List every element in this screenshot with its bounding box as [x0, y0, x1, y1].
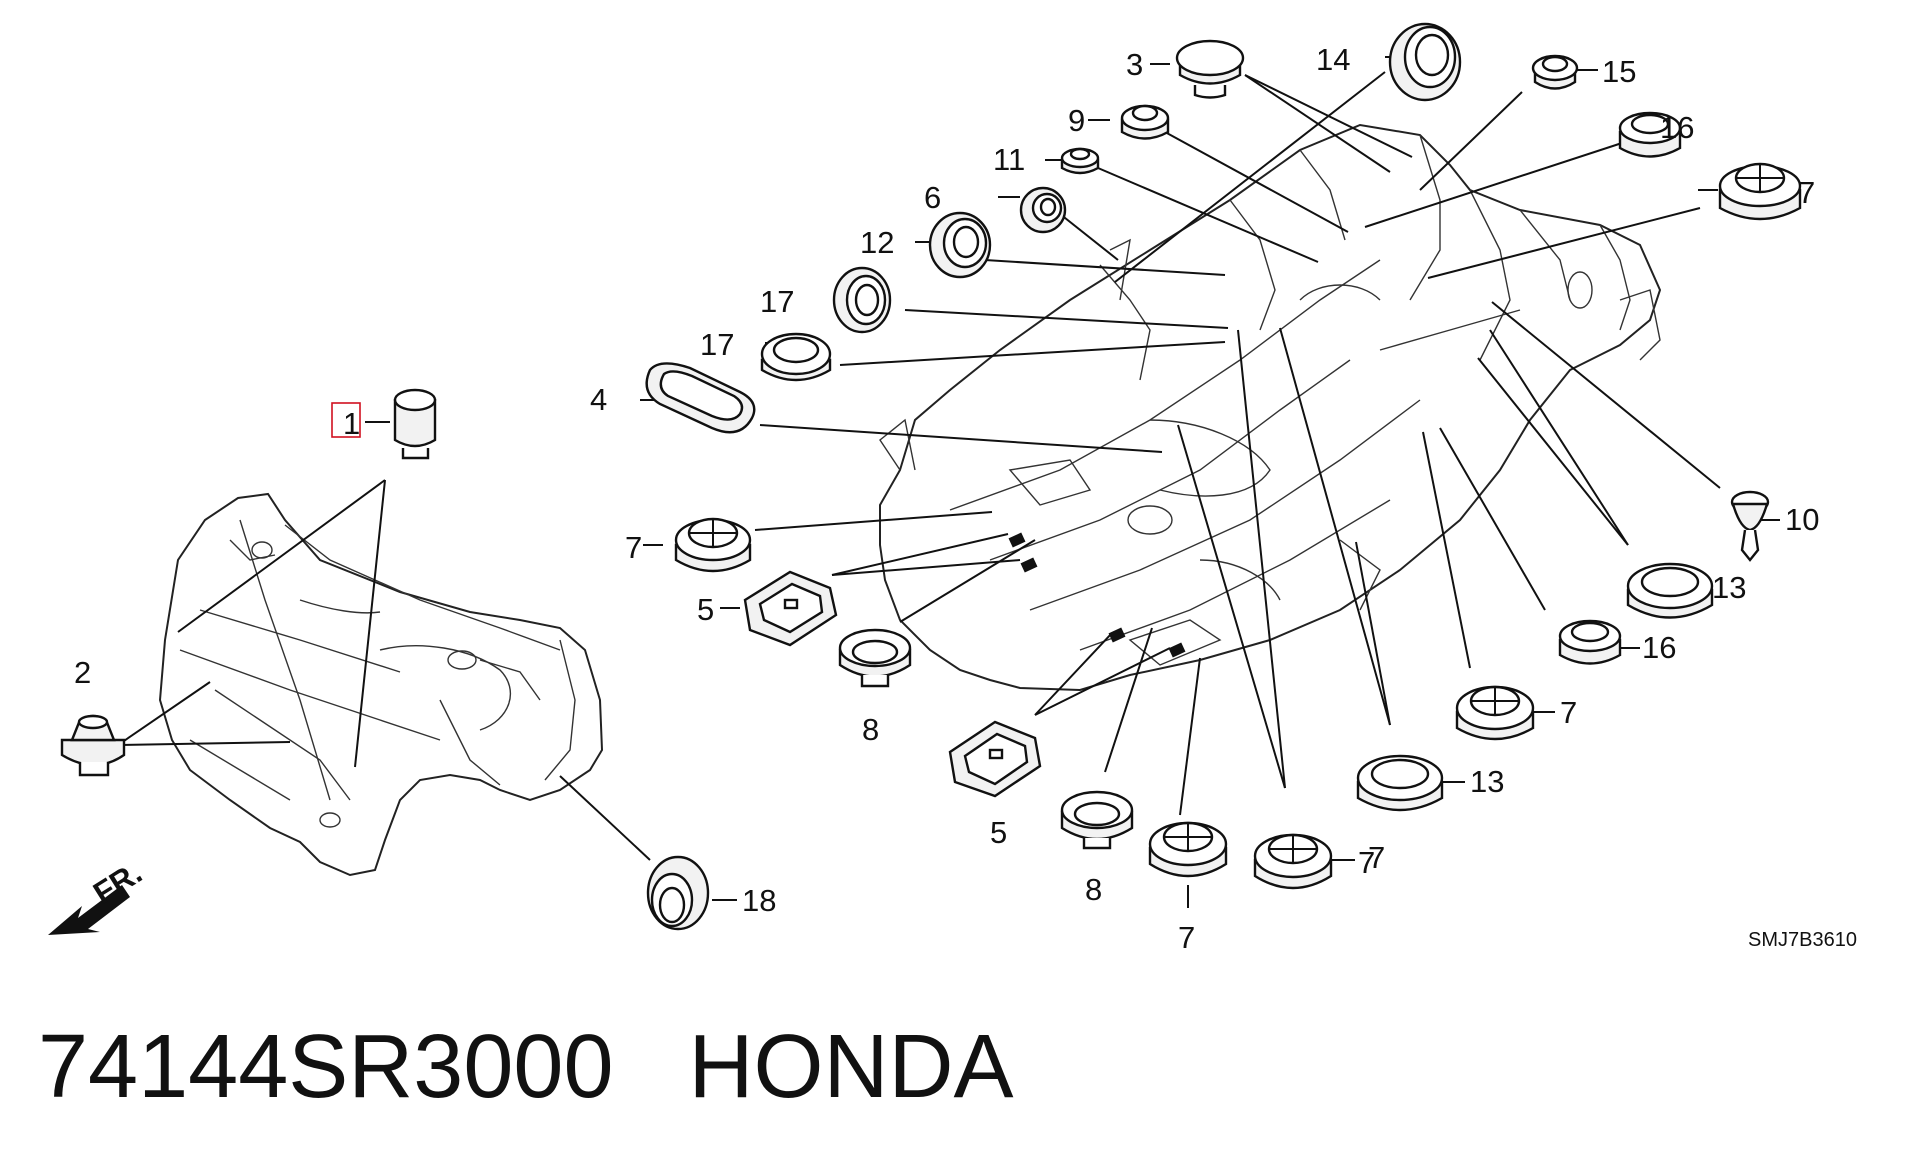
callout-label: 15 [1602, 54, 1636, 89]
callout-label: 9 [1068, 103, 1085, 138]
callout-label: 7 [1560, 695, 1577, 730]
callout-label: 16 [1642, 630, 1676, 665]
callout-label: 7 [1178, 920, 1195, 955]
part-13-plug [1626, 562, 1714, 619]
part-5-pad [743, 570, 838, 647]
part-16-plug [1558, 619, 1622, 665]
callout-label: 7 [625, 530, 642, 565]
part-9-plug [1120, 104, 1170, 140]
part-17-plug [760, 332, 832, 382]
part-5-pad [948, 720, 1042, 798]
part-15-plug [1531, 54, 1579, 90]
callout-label: 5 [697, 592, 714, 627]
part-1-plug [393, 388, 437, 460]
diagram-code: SMJ7B3610 [1748, 929, 1857, 951]
callout-label: 8 [862, 712, 879, 747]
callout-label: 5 [990, 815, 1007, 850]
part-17-grommet [832, 266, 892, 334]
callout-labels: 1 2 3 4 5 5 6 7 7 7 7 7 7 8 8 9 10 11 12… [74, 42, 1857, 955]
callout-label: 16 [1660, 110, 1694, 145]
callout-label: 7 [1798, 175, 1815, 210]
part-11-plug [1060, 147, 1100, 175]
callout-label: 18 [742, 883, 776, 918]
part-14-grommet [1388, 22, 1462, 102]
part-number: 74144SR3000 [38, 1017, 614, 1117]
part-16-plug [1618, 111, 1682, 158]
callout-label: 1 [343, 406, 360, 441]
brand-name: HONDA [688, 1017, 1014, 1117]
part-7-plug [1148, 821, 1228, 878]
callout-label: 7 [1368, 840, 1385, 875]
callout-label: 2 [74, 655, 91, 690]
part-7-plug [674, 517, 752, 573]
callout-highlight-box [331, 402, 361, 438]
part-8-plug [1060, 790, 1134, 850]
part-18-grommet [646, 855, 710, 931]
callout-label: 7 [1358, 845, 1375, 880]
callout-label: 17 [700, 327, 734, 362]
front-arrow-label: FR. [87, 855, 148, 911]
callout-label: 12 [860, 225, 894, 260]
part-10-clip [1730, 490, 1770, 562]
main-floor-section [879, 123, 1662, 692]
part-4-seal [645, 362, 756, 434]
caption-spacer [614, 1017, 689, 1117]
part-caption: 74144SR3000 HONDA [38, 1022, 1014, 1112]
part-8-plug [838, 628, 912, 688]
part-2-plug [60, 714, 126, 777]
callout-label: 3 [1126, 47, 1143, 82]
part-12-grommet [928, 211, 992, 279]
part-6-grommet [1019, 186, 1067, 234]
callout-label: 13 [1470, 764, 1504, 799]
callout-label: 13 [1712, 570, 1746, 605]
parts [60, 22, 1802, 931]
part-13-plug [1356, 754, 1444, 812]
callout-label: 11 [993, 142, 1025, 177]
leader-lines [117, 56, 1780, 908]
callout-label: 17 [760, 284, 794, 319]
callout-label: 8 [1085, 872, 1102, 907]
part-7-plug [1455, 685, 1535, 741]
part-7-plug [1718, 162, 1802, 221]
callout-label: 4 [590, 382, 607, 417]
front-body-section [158, 492, 604, 877]
callout-label: 14 [1316, 42, 1350, 77]
callout-label: 10 [1785, 502, 1819, 537]
front-arrow: FR. [48, 855, 148, 935]
callout-label: 6 [924, 180, 941, 215]
part-3-plug [1175, 39, 1245, 99]
part-7-plug [1253, 833, 1333, 890]
